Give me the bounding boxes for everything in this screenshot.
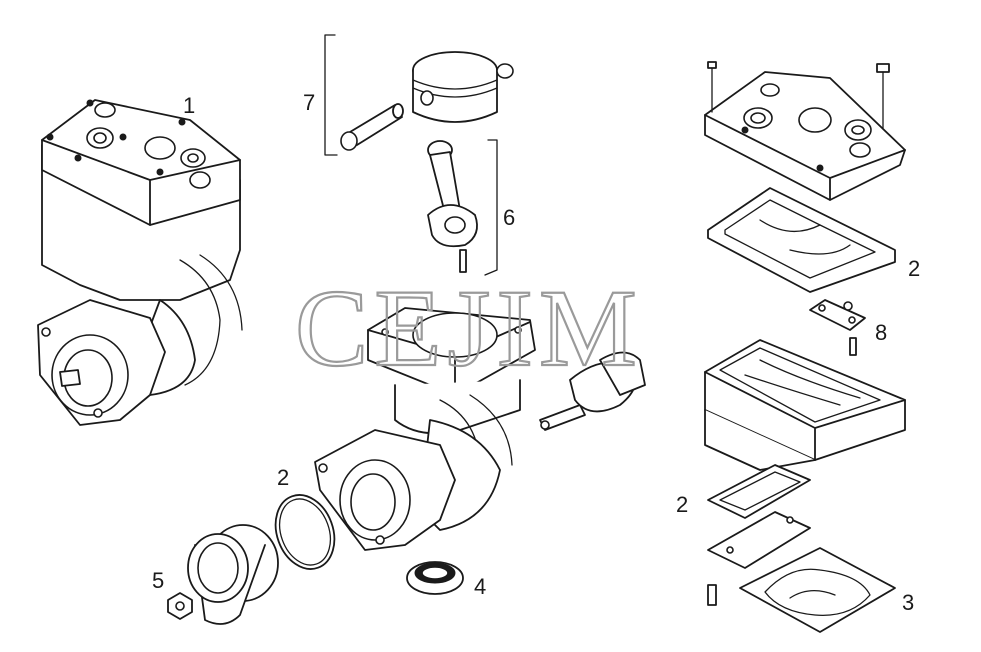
callout-2-upper: 2: [908, 256, 920, 281]
callout-8: 8: [875, 320, 887, 345]
watermark: CEJIM: [295, 267, 643, 389]
assembled-compressor: [37, 99, 243, 426]
cylinder-head: [704, 61, 906, 201]
valve-plate-part: [809, 299, 866, 356]
connecting-rod: [427, 139, 498, 276]
callout-4: 4: [474, 574, 486, 599]
valve-plate: [704, 339, 906, 471]
crankcase: [314, 307, 646, 551]
callout-1: 1: [183, 93, 195, 118]
valve-gasket-lower: [707, 464, 811, 606]
callout-5: 5: [152, 568, 164, 593]
callout-3: 3: [902, 590, 914, 615]
callout-7: 7: [303, 90, 315, 115]
head-gasket-upper: [707, 187, 896, 293]
bearing-sleeve: [167, 524, 279, 625]
o-ring: [274, 494, 336, 570]
callout-2-lower: 2: [676, 492, 688, 517]
piston-assembly: [324, 34, 514, 156]
seal-ring: [406, 561, 464, 595]
callout-6: 6: [503, 205, 515, 230]
gasket-3: [739, 547, 896, 633]
callout-2-left: 2: [277, 465, 289, 490]
